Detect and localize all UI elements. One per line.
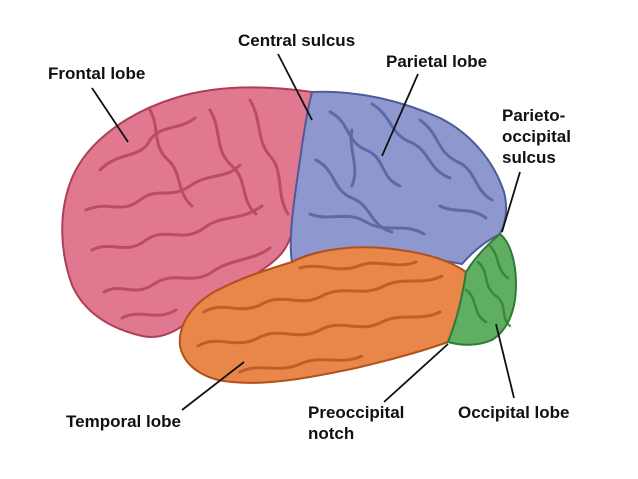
gyri-frontal-sulcus-line [90,204,264,252]
leader-temporal-lobe [181,361,245,411]
gyri-parietal-sulcus-line [370,102,452,180]
label-po-line-3: sulcus [502,148,556,167]
gyri-parietal-sulcus-line [349,128,357,188]
leader-frontal-lobe [91,87,129,143]
gyri-occipital-sulcus-line [476,260,512,328]
gyri-frontal-sulcus-line [120,308,178,320]
label-parietal-lobe: Parietal lobe [386,52,488,71]
label-po-line-2: occipital [502,127,571,146]
temporal-gyri-texture [196,260,444,374]
gyri-temporal-sulcus-line [202,274,444,314]
gyri-temporal-sulcus-line [196,310,442,348]
label-frontal-lobe: Frontal lobe [48,64,146,83]
leader-preoccipital-notch [383,343,449,403]
frontal-gyri-texture [84,98,290,320]
leader-occipital-lobe [495,323,515,399]
label-preocc-line-1: Preoccipital [308,403,405,422]
gyri-parietal-sulcus-line [314,158,394,234]
occipital-gyri-texture [464,244,512,328]
gyri-parietal-sulcus-line [328,110,402,188]
gyri-parietal-sulcus-line [438,204,488,220]
gyri-parietal-sulcus-line [308,212,426,236]
gyri-occipital-sulcus-line [488,244,510,280]
label-central-sulcus: Central sulcus [238,31,356,50]
label-parieto-occipital-sulcus: Parieto- occipital sulcus [502,105,571,168]
gyri-frontal-sulcus-line [208,108,258,216]
label-preocc-line-2: notch [308,424,355,443]
gyri-frontal-sulcus-line [102,246,272,294]
gyri-temporal-sulcus-line [238,354,364,374]
gyri-frontal-sulcus-line [248,98,290,216]
leader-parietal-lobe [381,73,419,157]
gyri-frontal-sulcus-line [148,108,194,208]
leader-central-sulcus [277,53,313,121]
label-po-line-1: Parieto- [502,106,566,125]
label-temporal-lobe: Temporal lobe [66,412,181,431]
parietal-gyri-texture [308,102,494,236]
gyri-occipital-sulcus-line [464,288,488,324]
gyri-frontal-sulcus-line [98,116,197,172]
frontal-lobe-region [61,86,314,338]
label-occipital-lobe: Occipital lobe [458,403,570,422]
label-preoccipital-notch: Preoccipital notch [308,402,404,444]
gyri-frontal-sulcus-line [84,163,242,212]
gyri-parietal-sulcus-line [418,118,494,202]
parietal-lobe-region [289,90,508,266]
gyri-temporal-sulcus-line [298,260,418,271]
leader-parieto-occipital-sulcus [501,171,521,233]
